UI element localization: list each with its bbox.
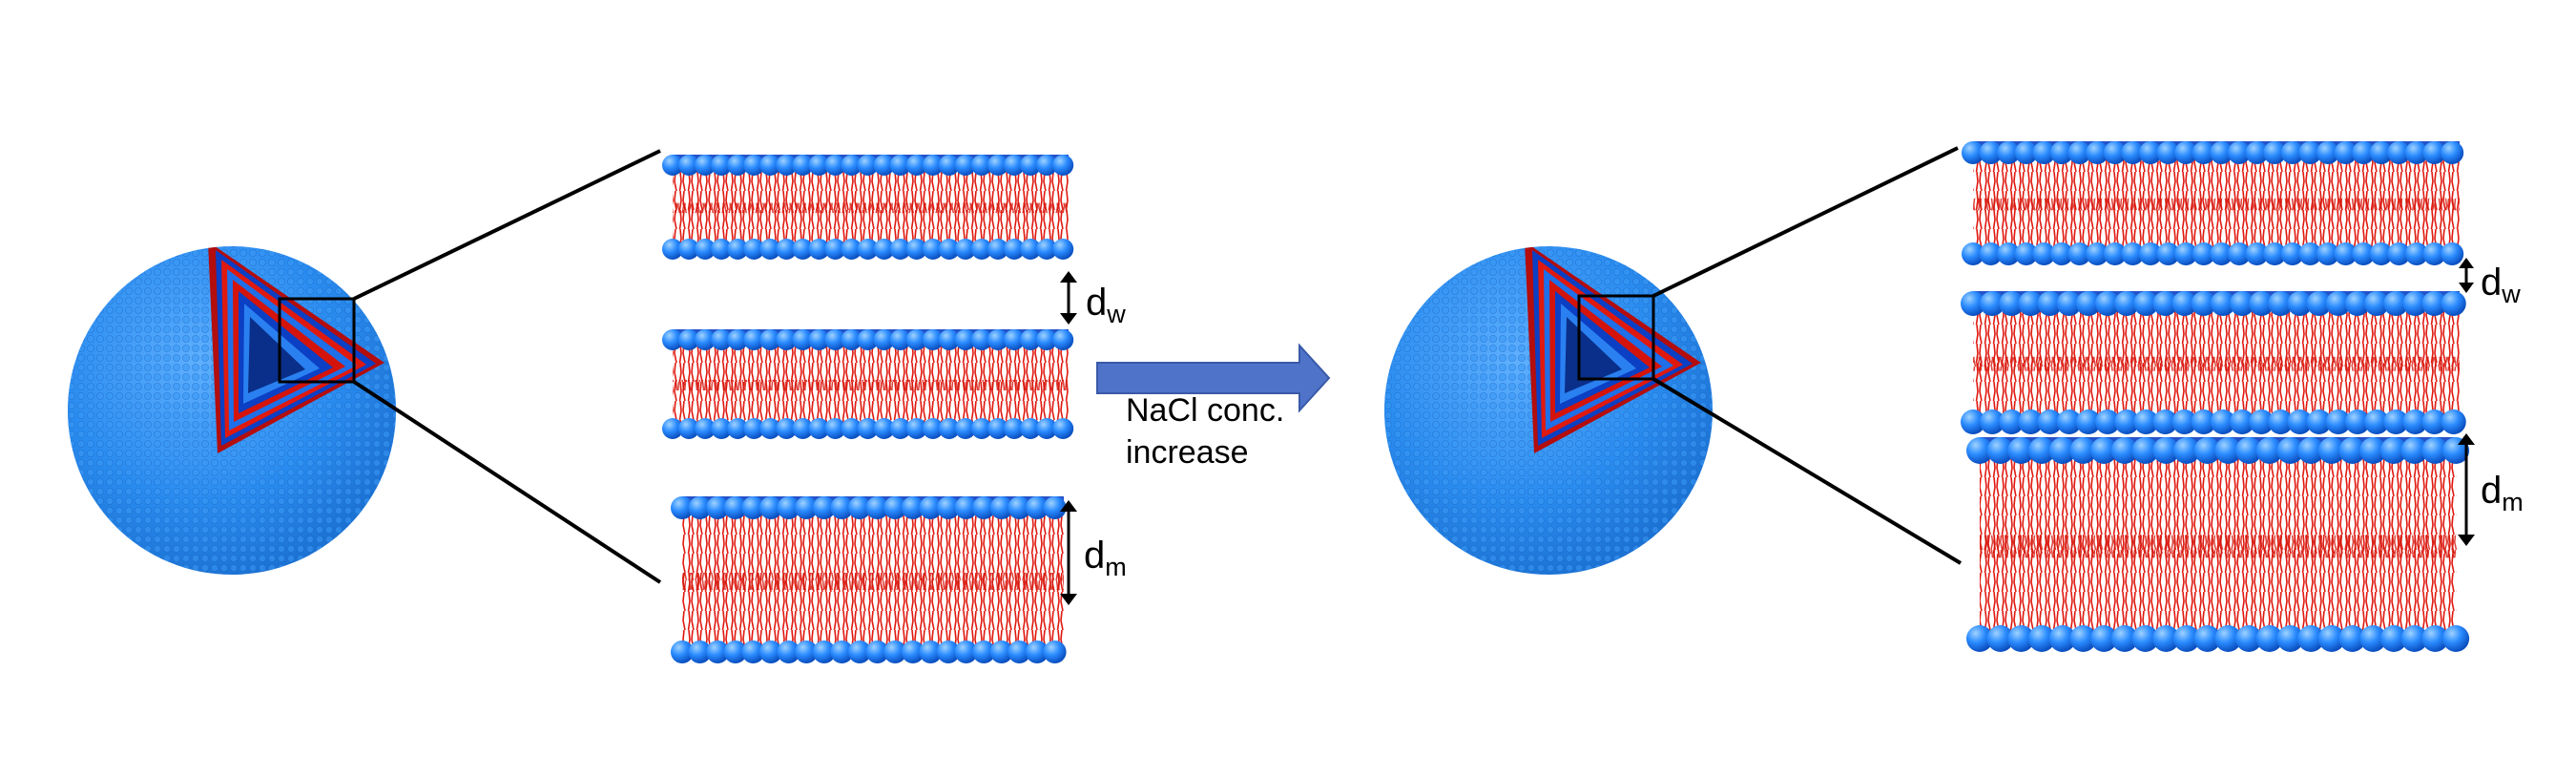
left-dm-label: dm (1084, 535, 1127, 581)
right-zoom-line-top (1652, 146, 1959, 298)
left-dw-marker (1060, 271, 1077, 325)
right-dm-label: dm (2481, 470, 2524, 516)
right-vesicle-cutaway (1525, 246, 1701, 453)
left-dw-label: dw (1086, 282, 1126, 328)
right-vesicle-sphere (1384, 246, 1713, 575)
left-zoom-line-bottom (352, 380, 662, 584)
right-zoom-box (1577, 294, 1655, 381)
arrow-caption-line2: increase (1126, 434, 1249, 471)
left-bilayer-stacks (662, 155, 1074, 663)
left-bilayer-bottom (671, 496, 1067, 663)
right-dw-label: dw (2481, 262, 2521, 308)
left-vesicle-sphere (68, 246, 396, 575)
left-zoom-line-top (353, 149, 661, 301)
arrow-caption: NaCl conc. increase (1126, 389, 1284, 473)
right-dw-marker (2459, 258, 2474, 293)
left-bilayer-middle (662, 329, 1074, 439)
left-bilayer-top (662, 155, 1074, 260)
right-bilayer-top (1962, 141, 2464, 265)
right-dm-marker (2458, 433, 2475, 546)
right-bilayer-stacks (1961, 141, 2470, 652)
right-zoom-line-bottom (1652, 377, 1963, 565)
arrow-caption-line1: NaCl conc. (1126, 392, 1285, 429)
right-bilayer-bottom (1966, 437, 2470, 652)
left-zoom-box (278, 297, 356, 384)
right-bilayer-middle (1961, 291, 2466, 434)
conc-increase-arrow (1096, 343, 1331, 413)
left-vesicle-cutaway (208, 246, 384, 453)
left-dm-marker (1060, 500, 1077, 605)
